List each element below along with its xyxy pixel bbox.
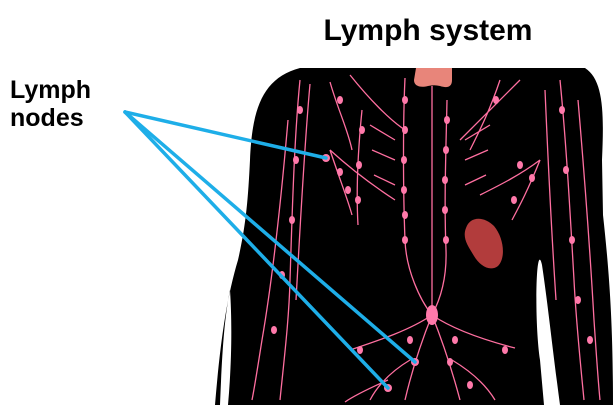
lymph-node <box>357 346 363 354</box>
lymph-node <box>511 196 517 204</box>
torso-silhouette <box>215 68 613 405</box>
lymph-node <box>587 336 593 344</box>
lymph-node <box>355 196 361 204</box>
lymph-node <box>402 211 408 219</box>
lymph-node <box>569 236 575 244</box>
lymph-node <box>452 336 458 344</box>
lymph-node <box>502 346 508 354</box>
lymph-node <box>443 146 449 154</box>
lymph-node <box>289 216 295 224</box>
lymph-node <box>529 174 535 182</box>
lymph-node <box>559 106 565 114</box>
lymph-node <box>563 166 569 174</box>
lymph-node <box>467 381 473 389</box>
lymph-node <box>297 106 303 114</box>
lymph-node <box>442 176 448 184</box>
lymph-node <box>447 358 453 366</box>
lymph-node <box>271 326 277 334</box>
lymph-nodes-label: Lymph nodes <box>10 76 91 132</box>
lymph-node <box>356 161 362 169</box>
lymph-node <box>443 236 449 244</box>
lymph-node <box>402 236 408 244</box>
cisterna-chyli-node <box>426 305 438 325</box>
lymph-node <box>359 126 365 134</box>
label-line-1: Lymph <box>10 76 91 104</box>
lymph-node <box>337 96 343 104</box>
lymph-node <box>493 96 499 104</box>
lymph-node <box>575 296 581 304</box>
lymph-node <box>401 156 407 164</box>
lymph-node <box>402 96 408 104</box>
diagram-title: Lymph system <box>268 14 588 48</box>
lymph-node <box>401 186 407 194</box>
lymph-node <box>442 206 448 214</box>
lymph-node <box>402 126 408 134</box>
thymus-organ <box>414 68 452 87</box>
label-line-2: nodes <box>10 104 91 132</box>
lymph-node <box>517 161 523 169</box>
lymph-node <box>337 168 343 176</box>
lymph-node <box>293 156 299 164</box>
lymph-node <box>444 116 450 124</box>
lymph-node <box>407 336 413 344</box>
lymph-node <box>345 186 351 194</box>
